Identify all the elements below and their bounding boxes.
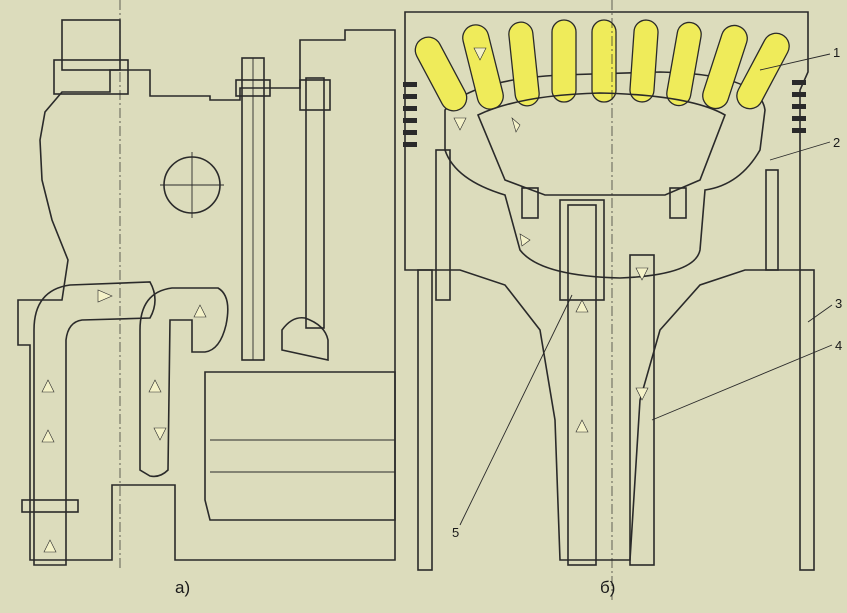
figure-b-caption: б) xyxy=(600,578,615,597)
oil-flow-arrows xyxy=(453,47,649,433)
callout-4: 4 xyxy=(835,338,842,353)
coolant-passage-return xyxy=(139,287,229,478)
figure-b xyxy=(403,0,815,600)
cylinder-liner-right xyxy=(799,269,815,571)
cylinder-liner-left xyxy=(417,269,433,571)
piston-rings-right xyxy=(792,80,806,133)
callout-leaders xyxy=(459,53,833,526)
figure-a xyxy=(17,0,396,570)
crown-bolt-right xyxy=(765,169,779,271)
oil-return-pipe xyxy=(629,254,655,566)
coolant-pocket xyxy=(281,316,329,361)
coolant-flow-arrows xyxy=(41,289,207,553)
radial-oil-channels xyxy=(414,19,790,112)
callout-2: 2 xyxy=(833,135,840,150)
figure-a-caption: а) xyxy=(175,578,190,597)
callout-1: 1 xyxy=(833,45,840,60)
injector-boss xyxy=(61,19,121,71)
oil-supply-pipe xyxy=(567,204,597,566)
crown-insert xyxy=(476,92,726,196)
piston-rings-left xyxy=(403,82,417,147)
callout-5: 5 xyxy=(452,525,459,540)
cylinder-head-section xyxy=(17,29,396,561)
tie-rod xyxy=(305,77,325,329)
coolant-passage-inlet xyxy=(33,281,156,566)
callout-3: 3 xyxy=(835,296,842,311)
crown-bolt-left xyxy=(435,149,451,301)
inlet-pipe xyxy=(21,499,79,513)
